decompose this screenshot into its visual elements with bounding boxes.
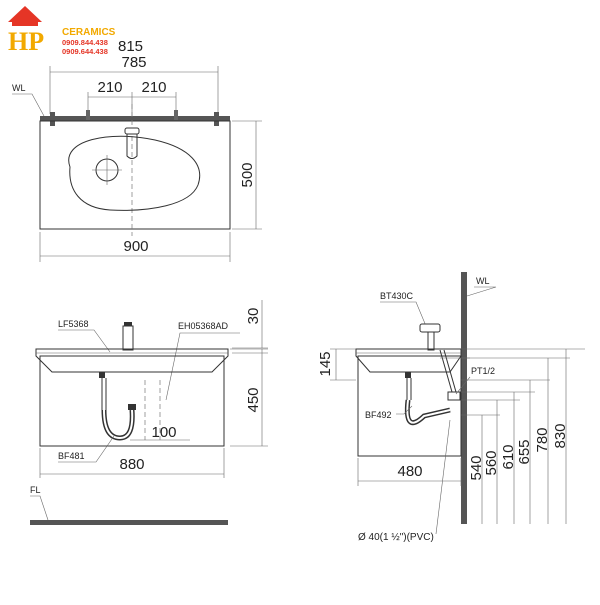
faucet-label-side: BT430C bbox=[380, 291, 414, 301]
dim-480: 480 bbox=[397, 463, 422, 480]
dim-30: 30 bbox=[245, 308, 262, 325]
logo-brand: CERAMICS bbox=[62, 27, 116, 38]
dim-500: 500 bbox=[239, 162, 256, 187]
wall-label-top: WL bbox=[12, 83, 26, 93]
dim-210-left: 210 bbox=[97, 79, 122, 96]
top-view: 815 785 210 210 WL bbox=[12, 38, 262, 262]
lavatory-label: LF5368 bbox=[58, 319, 89, 329]
dim-100: 100 bbox=[151, 424, 176, 441]
dim-560: 560 bbox=[483, 450, 500, 475]
valve-label: PT1/2 bbox=[471, 366, 495, 376]
house-roof-icon bbox=[8, 6, 42, 22]
pipe-label: Ø 40(1 ½")(PVC) bbox=[358, 532, 434, 543]
front-view: 30 LF5368 EH05368AD 100 450 BF481 bbox=[30, 300, 268, 525]
trap-label-side: BF492 bbox=[365, 410, 392, 420]
dim-900: 900 bbox=[123, 238, 148, 255]
dim-880: 880 bbox=[119, 456, 144, 473]
dim-815: 815 bbox=[118, 38, 143, 55]
side-view: WL BT430C PT1/2 BF492 145 bbox=[317, 272, 585, 543]
trap-label-front: BF481 bbox=[58, 451, 85, 461]
logo-phone-2: 0909.644.438 bbox=[62, 47, 108, 56]
logo-initials: HP bbox=[8, 27, 44, 56]
dim-655: 655 bbox=[516, 439, 533, 464]
dim-780: 780 bbox=[534, 427, 551, 452]
dim-610: 610 bbox=[500, 444, 517, 469]
brand-logo: HP CERAMICS 0909.844.438 0909.644.438 bbox=[8, 6, 116, 56]
dim-210-right: 210 bbox=[141, 79, 166, 96]
wall-label-side: WL bbox=[476, 276, 490, 286]
dim-830: 830 bbox=[552, 423, 569, 448]
dim-540: 540 bbox=[468, 455, 485, 480]
dim-450: 450 bbox=[245, 387, 262, 412]
dim-145: 145 bbox=[317, 351, 334, 376]
floor-label: FL bbox=[30, 485, 41, 495]
faucet-label-front: EH05368AD bbox=[178, 321, 229, 331]
logo-phone-1: 0909.844.438 bbox=[62, 38, 108, 47]
dim-785: 785 bbox=[121, 54, 146, 71]
